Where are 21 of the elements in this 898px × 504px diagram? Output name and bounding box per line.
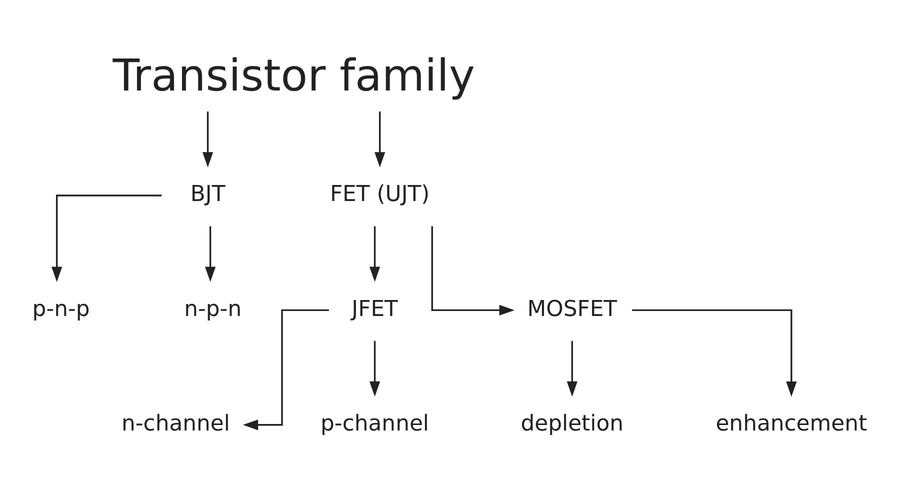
arrow: [632, 309, 797, 397]
node-text: BJT: [190, 182, 226, 208]
node-text: depletion: [520, 412, 624, 437]
arrow: [202, 112, 214, 168]
node-text: Transistor family: [112, 50, 475, 102]
node-text: FET (UJT): [330, 182, 430, 208]
arrow: [374, 112, 386, 168]
arrow: [431, 226, 514, 316]
arrow: [369, 226, 380, 282]
node-text: p-n-p: [32, 296, 90, 322]
arrow: [205, 226, 216, 282]
arrow: [566, 340, 578, 397]
node-text: MOSFET: [527, 296, 618, 322]
node-text: JFET: [352, 296, 398, 322]
arrow: [369, 340, 380, 397]
node-text: n-p-n: [184, 296, 242, 322]
arrow: [242, 309, 329, 430]
node-text: p-channel: [320, 412, 430, 437]
node-text: n-channel: [122, 412, 230, 437]
arrow: [52, 194, 162, 282]
node-text: enhancement: [716, 412, 868, 437]
